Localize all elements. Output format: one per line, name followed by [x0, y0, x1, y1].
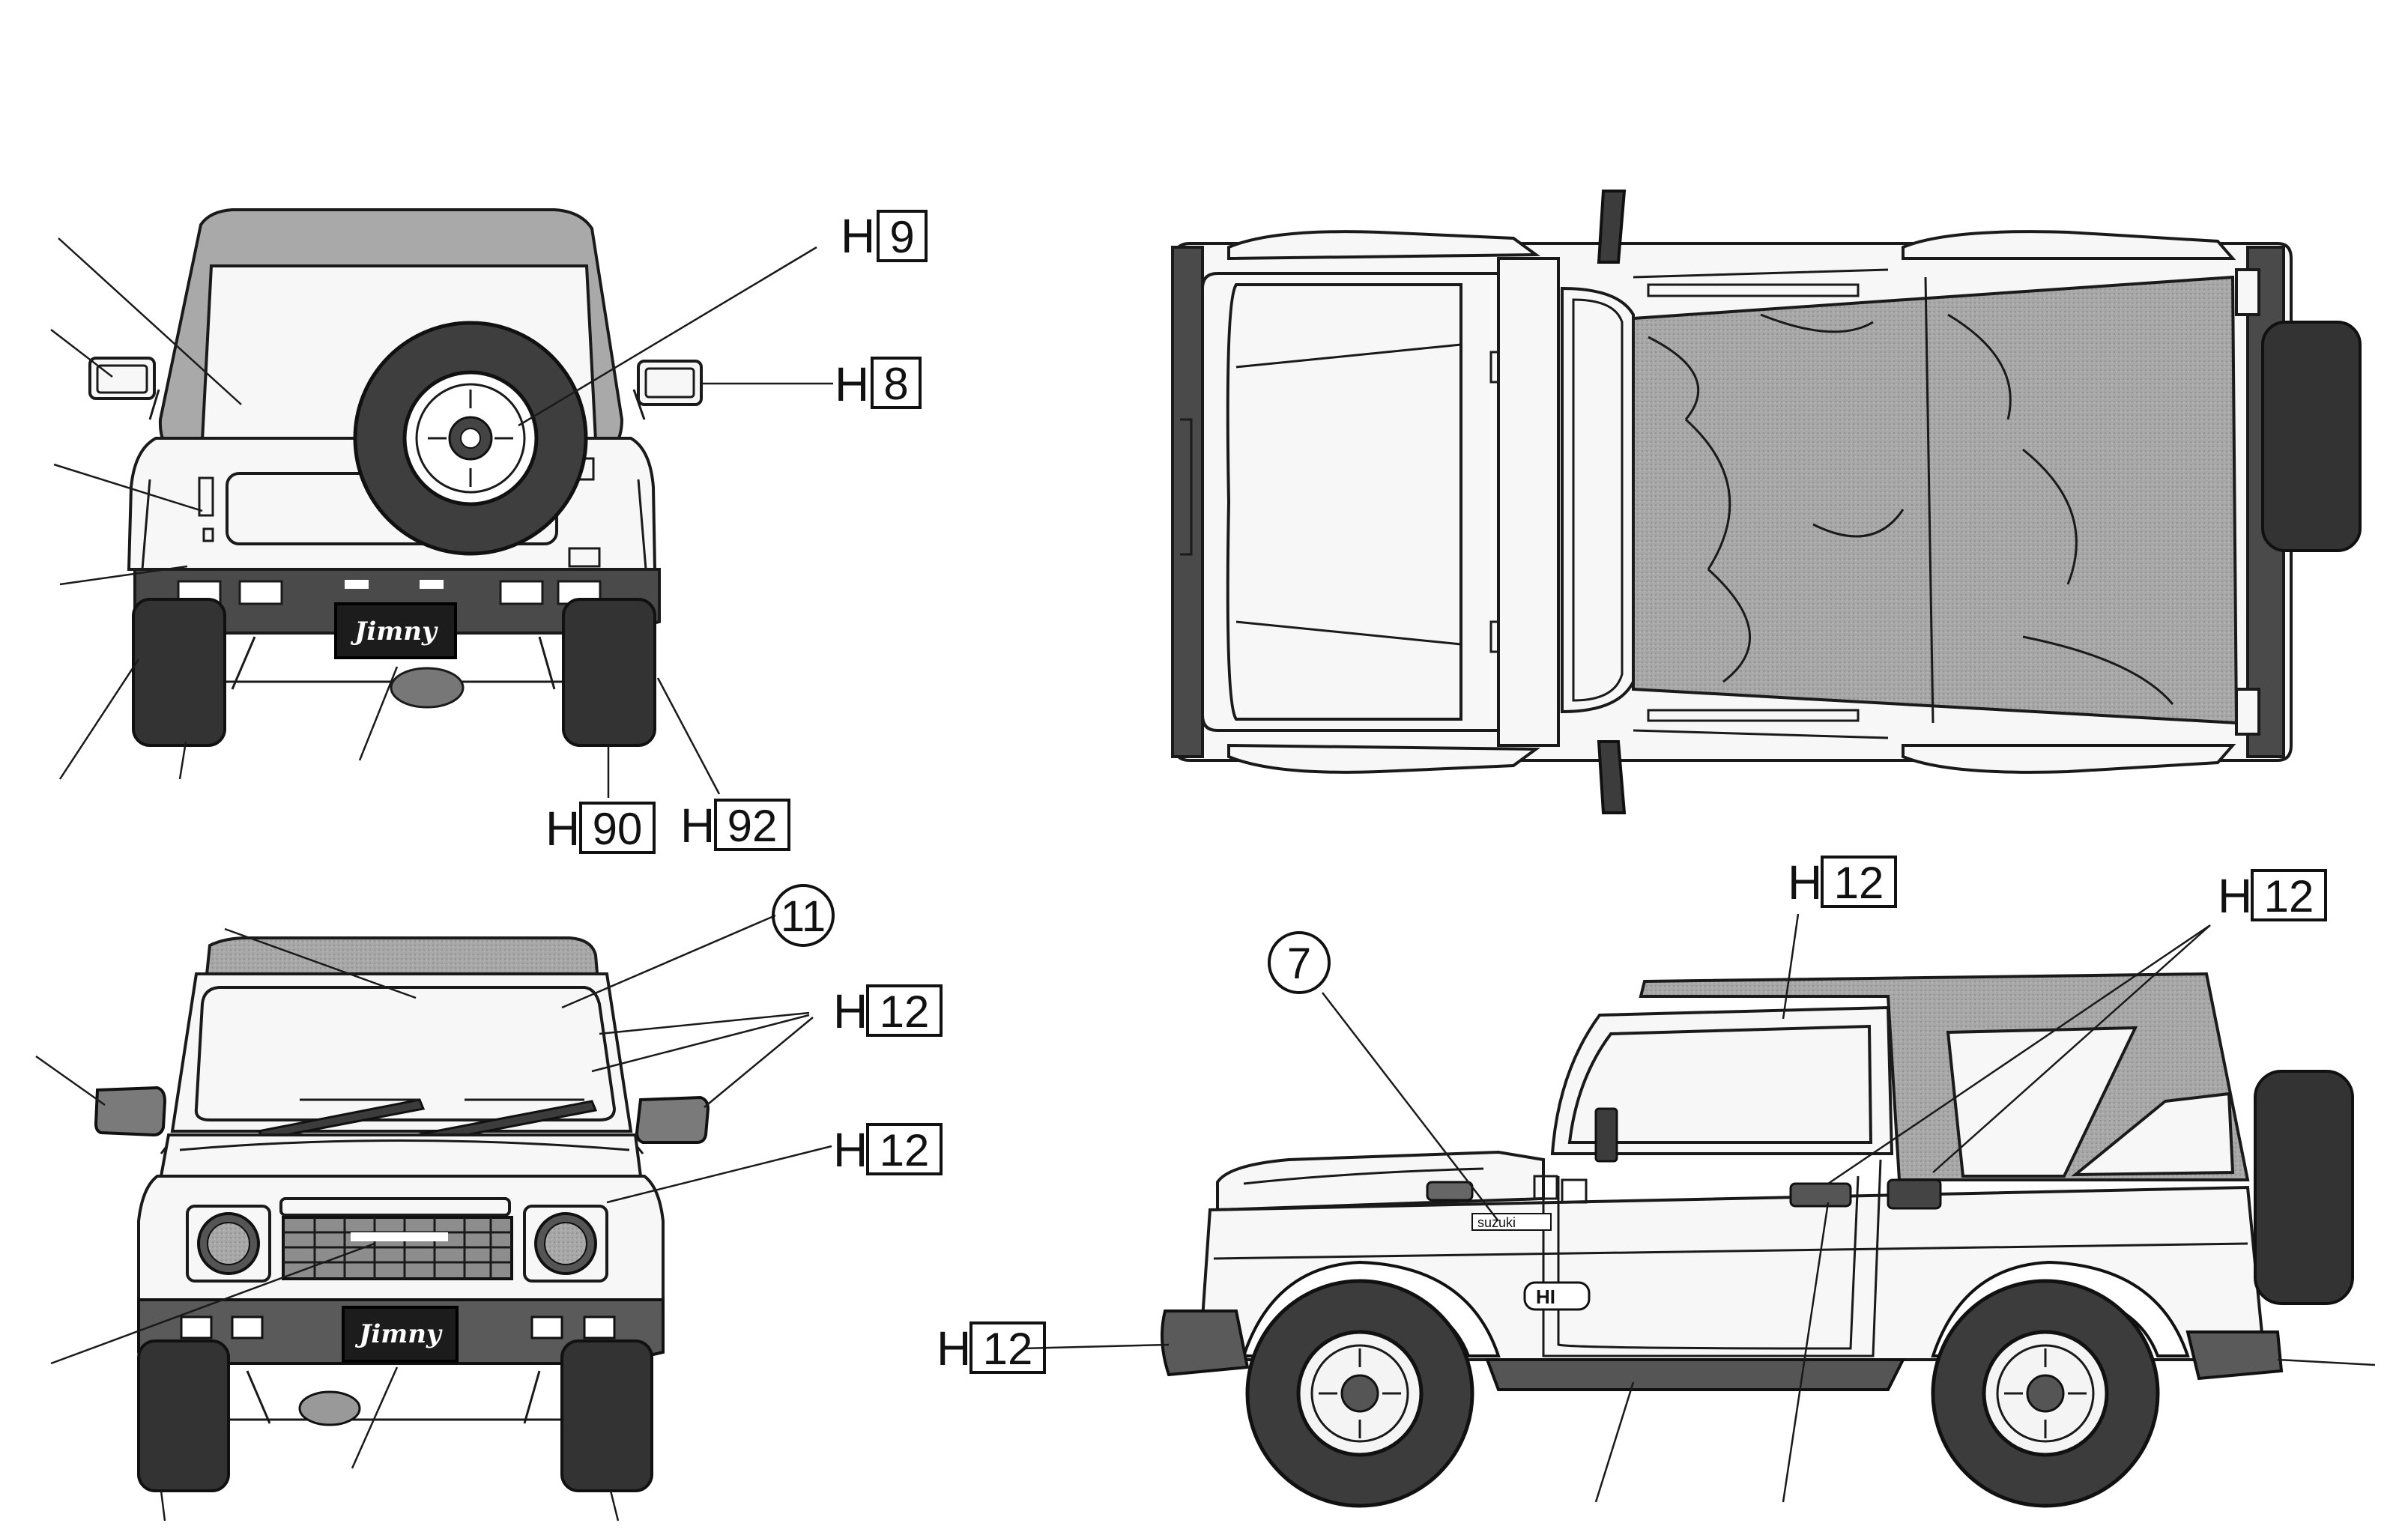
callout-h12-sd-prefix: H — [1788, 856, 1822, 909]
side-rear-wheel — [1931, 1279, 2160, 1508]
callout-h12-sb-prefix: H — [937, 1321, 971, 1375]
callout-7: 7 — [1268, 931, 1331, 994]
rear-view: Jimny — [50, 208, 833, 798]
callout-h12-fg-prefix: H — [833, 1123, 868, 1177]
callout-h12-sr-prefix: H — [2218, 869, 2252, 923]
front-left-mirror — [94, 1086, 174, 1154]
callout-h12-sb-code: 12 — [983, 1324, 1033, 1374]
side-front-wheel — [1245, 1279, 1474, 1508]
callout-7-number: 7 — [1287, 939, 1311, 988]
side-door-emblem: HI — [1523, 1281, 1591, 1311]
callout-h8: H 8 — [835, 357, 922, 411]
callout-h9: H 9 — [841, 209, 928, 263]
side-view: suzuki HI — [1022, 913, 2376, 1508]
callout-h12-front-grille: H 12 — [833, 1123, 943, 1177]
callout-h12-sr-code: 12 — [2264, 871, 2314, 921]
rear-spare-tire — [353, 321, 588, 556]
callout-h92: H 92 — [680, 799, 790, 853]
callout-h90-prefix: H — [545, 802, 580, 856]
front-plate-text: Jimny — [354, 1319, 443, 1349]
rear-license-plate: Jimny — [334, 602, 457, 659]
top-soft-top — [1632, 275, 2239, 725]
callout-h12-front-windshield: H 12 — [833, 984, 943, 1038]
front-right-mirror — [629, 1095, 710, 1154]
callout-h8-prefix: H — [835, 357, 869, 411]
front-left-headlight — [186, 1205, 271, 1283]
callout-h12-side-door: H 12 — [1788, 856, 1897, 909]
side-fender-emblem: suzuki — [1471, 1213, 1552, 1231]
rear-plate-text: Jimny — [350, 617, 438, 647]
front-right-headlight — [523, 1205, 608, 1283]
callout-h12-side-bumper: H 12 — [937, 1321, 1046, 1375]
callout-h12-sd-code: 12 — [1834, 858, 1884, 908]
callout-h12-fw-code: 12 — [880, 987, 930, 1037]
callout-h9-code: 9 — [889, 212, 914, 262]
callout-11: 11 — [772, 884, 835, 947]
callout-h9-prefix: H — [841, 209, 875, 263]
top-view — [1171, 190, 2362, 814]
front-license-plate: Jimny — [342, 1306, 459, 1363]
callout-h8-code: 8 — [883, 359, 908, 409]
callout-h90: H 90 — [545, 802, 656, 856]
callout-h12-fw-prefix: H — [833, 984, 868, 1038]
door-emblem-text: HI — [1536, 1286, 1555, 1308]
callout-h92-code: 92 — [727, 801, 778, 851]
front-view: Jimny — [35, 914, 832, 1522]
callout-h90-code: 90 — [593, 804, 643, 854]
fender-emblem-text: suzuki — [1477, 1215, 1516, 1230]
callout-h12-fg-code: 12 — [880, 1125, 930, 1175]
callout-h12-side-rear: H 12 — [2218, 869, 2327, 923]
rear-right-mirror — [632, 360, 703, 420]
callout-h92-prefix: H — [680, 799, 715, 853]
rear-left-mirror — [88, 357, 160, 420]
callout-11-number: 11 — [781, 892, 826, 941]
